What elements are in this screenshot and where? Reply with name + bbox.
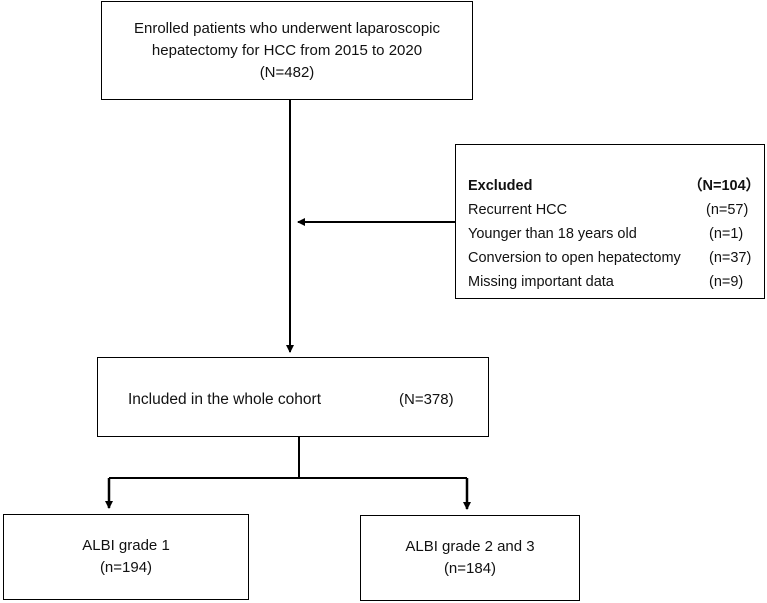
albi-grade-2-3-count: (n=184): [443, 560, 497, 577]
excluded-item: Younger than 18 years old (n=1): [468, 224, 754, 244]
albi-grade-1-count: (n=194): [99, 559, 153, 576]
enrolled-patients-box: Enrolled patients who underwent laparosc…: [101, 1, 473, 100]
excluded-item-label: Recurrent HCC: [468, 202, 568, 218]
excluded-patients-box: Excluded （N=104） Recurrent HCC (n=57) Yo…: [455, 144, 765, 299]
excluded-item: Recurrent HCC (n=57): [468, 200, 754, 220]
excluded-item-label: Missing important data: [468, 274, 614, 290]
enrolled-line-1: Enrolled patients who underwent laparosc…: [133, 19, 441, 37]
excluded-title: Excluded: [468, 178, 533, 194]
excluded-item-label: Conversion to open hepatectomy: [468, 250, 681, 266]
included-cohort-box: Included in the whole cohort (N=378): [97, 357, 489, 437]
enrolled-line-2: hepatectomy for HCC from 2015 to 2020: [151, 41, 423, 59]
included-label: Included in the whole cohort: [128, 391, 322, 408]
excluded-item-count: (n=1): [709, 226, 744, 242]
excluded-item-count: (n=37): [709, 250, 752, 266]
excluded-total: （N=104）: [688, 178, 761, 194]
excluded-header-row: Excluded （N=104）: [468, 176, 760, 196]
excluded-item: Conversion to open hepatectomy (n=37): [468, 248, 754, 268]
albi-grade-1-box: ALBI grade 1 (n=194): [3, 514, 249, 600]
included-count: (N=378): [399, 391, 454, 408]
excluded-item: Missing important data (n=9): [468, 272, 754, 292]
albi-grade-2-3-label: ALBI grade 2 and 3: [405, 538, 535, 555]
enrolled-count: (N=482): [259, 63, 315, 81]
albi-grade-2-3-box: ALBI grade 2 and 3 (n=184): [360, 515, 580, 601]
excluded-item-count: (n=57): [706, 202, 749, 218]
excluded-item-label: Younger than 18 years old: [468, 226, 637, 242]
excluded-item-count: (n=9): [709, 274, 744, 290]
albi-grade-1-label: ALBI grade 1: [82, 537, 170, 554]
